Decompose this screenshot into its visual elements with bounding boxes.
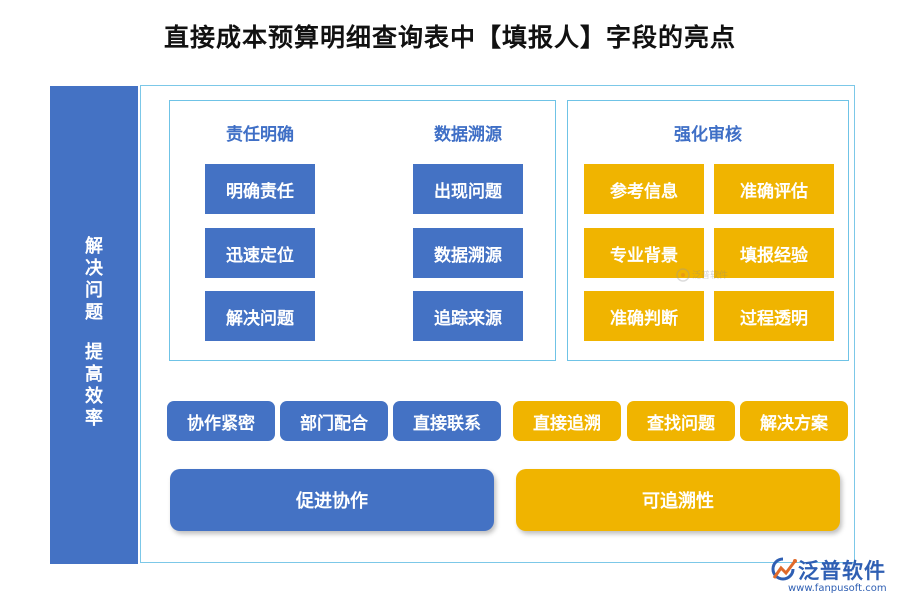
box-reporting-experience: 填报经验 <box>714 228 834 278</box>
box-clear-responsibility: 明确责任 <box>205 164 315 214</box>
pill-direct-contact: 直接联系 <box>393 401 501 441</box>
brand-url: www.fanpusoft.com <box>788 583 887 594</box>
sidebar-text-solve: 解决问题 <box>85 236 103 323</box>
box-trace-source: 追踪来源 <box>413 291 523 341</box>
box-reference-info: 参考信息 <box>584 164 704 214</box>
outcome-promote-collaboration: 促进协作 <box>170 469 494 531</box>
page-title: 直接成本预算明细查询表中【填报人】字段的亮点 <box>163 23 736 52</box>
box-problem-occurs: 出现问题 <box>413 164 523 214</box>
box-data-traceability: 数据溯源 <box>413 228 523 278</box>
pill-close-collaboration: 协作紧密 <box>167 401 275 441</box>
box-solve-problem: 解决问题 <box>205 291 315 341</box>
watermark-text: 泛普软件 <box>692 271 729 281</box>
pill-find-problem: 查找问题 <box>627 401 735 441</box>
outer-frame <box>140 85 855 563</box>
brand-logo-icon <box>771 557 797 581</box>
pill-solution: 解决方案 <box>740 401 848 441</box>
box-quick-locate: 迅速定位 <box>205 228 315 278</box>
pill-department-cooperation: 部门配合 <box>280 401 388 441</box>
heading-responsibility: 责任明确 <box>226 125 294 145</box>
watermark-logo-icon <box>676 268 690 282</box>
watermark: 泛普软件 <box>676 266 730 284</box>
brand-logo: 泛普软件 www.fanpusoft.com <box>768 552 898 598</box>
outcome-traceability: 可追溯性 <box>516 469 840 531</box>
box-professional-background: 专业背景 <box>584 228 704 278</box>
box-process-transparency: 过程透明 <box>714 291 834 341</box>
brand-name: 泛普软件 <box>798 559 886 583</box>
box-accurate-judgment: 准确判断 <box>584 291 704 341</box>
sidebar-banner: 解决问题 提高效率 <box>50 86 138 564</box>
box-accurate-assessment: 准确评估 <box>714 164 834 214</box>
heading-traceability: 数据溯源 <box>434 125 502 145</box>
heading-audit: 强化审核 <box>674 125 742 145</box>
pill-direct-trace: 直接追溯 <box>513 401 621 441</box>
sidebar-text-efficiency: 提高效率 <box>85 342 103 429</box>
